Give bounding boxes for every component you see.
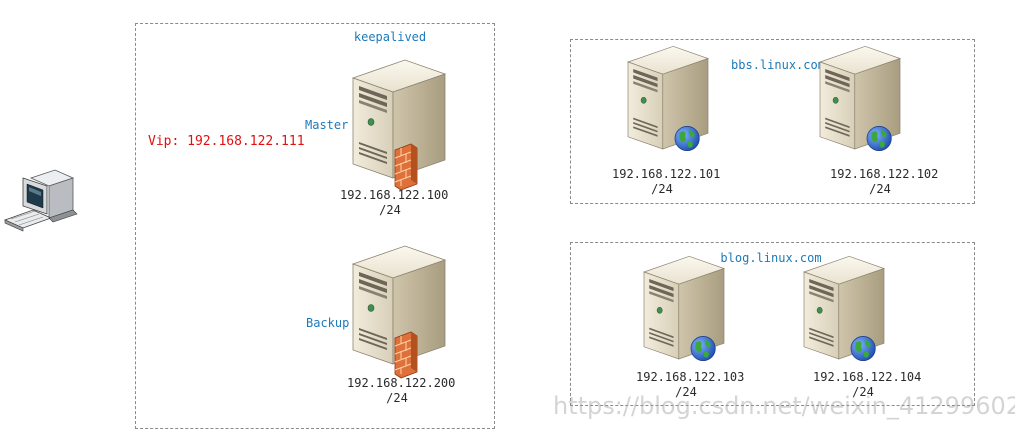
bbs-server-2-ip: 192.168.122.102 /24 [830,167,939,196]
client-computer-icon [3,169,78,232]
lb-group-box [135,23,495,429]
blog-server-2-icon [803,255,885,362]
master-ip: 192.168.122.100 /24 [340,188,449,217]
blog-server-1-ip: 192.168.122.103 /24 [636,370,745,399]
bbs-server-1-icon [627,45,709,152]
backup-role-label: Backup [306,316,350,330]
master-role-label: Master [305,118,349,132]
backup-server-icon [352,245,446,379]
blog-server-1-icon [643,255,725,362]
master-server-icon [352,59,446,191]
backup-ip: 192.168.122.200 /24 [347,376,456,405]
watermark: https://blog.csdn.net/weixin_41299602 [553,392,1015,420]
bbs-domain-label: bbs.linux.com [731,58,825,72]
bbs-server-2-icon [819,45,901,152]
blog-group-box [570,242,975,406]
bbs-group-box [570,39,975,204]
bbs-server-1-ip: 192.168.122.101 /24 [612,167,721,196]
keepalived-label: keepalived [353,30,427,44]
vip-label: Vip: 192.168.122.111 [148,134,305,149]
blog-domain-label: blog.linux.com [720,251,822,265]
blog-server-2-ip: 192.168.122.104 /24 [813,370,922,399]
